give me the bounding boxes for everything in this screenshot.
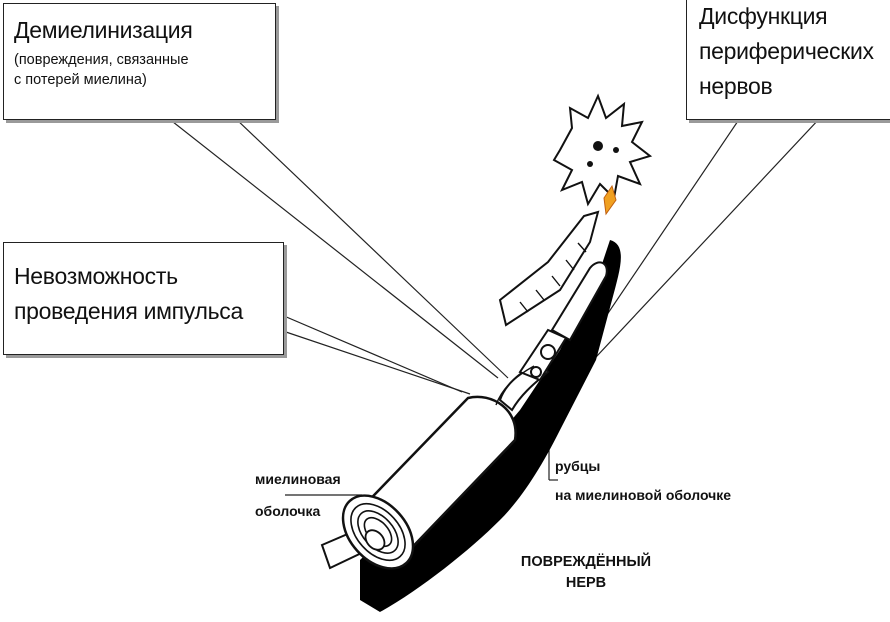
peripheral-line2: периферических [699, 34, 887, 69]
impulse-line2: проведения импульса [14, 294, 273, 329]
pointer-impulse-2 [280, 330, 470, 394]
callout-impulse-failure: Невозможность проведения импульса [3, 242, 284, 355]
peripheral-line3: нервов [699, 69, 887, 104]
damaged-label-line2: НЕРВ [506, 574, 666, 592]
myelin-label-line1: миелиновая [255, 470, 360, 488]
label-scars: рубцы на миелиновой оболочке [555, 457, 785, 504]
demyelination-subtitle-line2: с потерей миелина) [14, 70, 265, 90]
myelin-label-line2: оболочка [255, 502, 360, 520]
pointer-impulse-1 [270, 310, 462, 392]
scars-label-line2: на миелиновой оболочке [555, 486, 785, 504]
label-myelin-sheath: миелиновая оболочка [255, 470, 360, 520]
demyelination-title: Демиелинизация [14, 16, 265, 44]
callout-peripheral-dysfunction: Дисфункция периферических нервов [686, 0, 890, 120]
impulse-line1: Невозможность [14, 259, 273, 294]
neuron-cell-body [554, 96, 650, 204]
callout-demyelination: Демиелинизация (повреждения, связанные с… [3, 3, 276, 120]
damaged-label-line1: ПОВРЕЖДЁННЫЙ [506, 553, 666, 571]
label-damaged-nerve: ПОВРЕЖДЁННЫЙ НЕРВ [506, 553, 666, 592]
peripheral-line1: Дисфункция [699, 0, 887, 34]
scars-label-line1: рубцы [555, 457, 785, 475]
demyelination-subtitle-line1: (повреждения, связанные [14, 50, 265, 70]
